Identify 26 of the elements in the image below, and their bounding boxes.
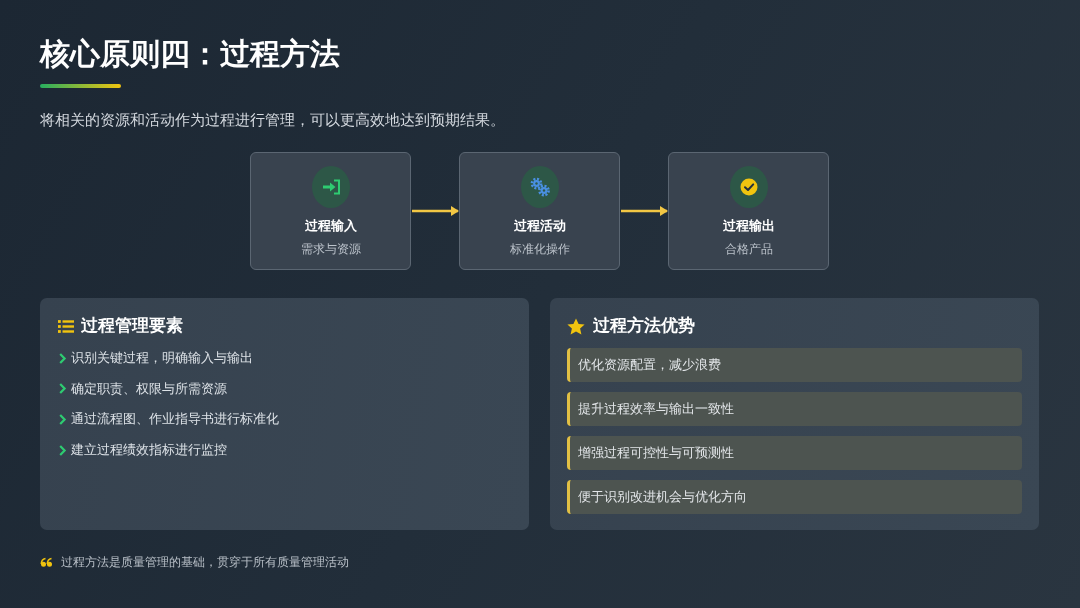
- flow-arrow: [621, 206, 668, 216]
- flow-arrow: [412, 206, 459, 216]
- advantage-row: 便于识别改进机会与优化方向: [567, 480, 1022, 514]
- step-description: 标准化操作: [509, 241, 570, 257]
- step-description: 合格产品: [724, 241, 773, 257]
- panel-heading: 过程管理要素: [81, 315, 183, 337]
- advantage-row: 提升过程效率与输出一致性: [567, 392, 1022, 426]
- step-description: 需求与资源: [300, 241, 361, 257]
- step-card: [459, 152, 620, 270]
- step-title: 过程输出: [722, 217, 775, 235]
- panel-card: [40, 298, 529, 530]
- step-title: 过程输入: [304, 217, 357, 235]
- step-card: [250, 152, 411, 270]
- list-item-text: 通过流程图、作业指导书进行标准化: [71, 410, 279, 429]
- panel-card: [550, 298, 1039, 530]
- list-item-text: 确定职责、权限与所需资源: [71, 379, 227, 398]
- list-item-text: 识别关键过程，明确输入与输出: [71, 349, 253, 367]
- advantage-row: 增强过程可控性与可预测性: [567, 436, 1022, 470]
- list-item-text: 建立过程绩效指标进行监控: [71, 441, 227, 460]
- step-card: [668, 152, 829, 270]
- footer-quote: 过程方法是质量管理的基础，贯穿于所有质量管理活动: [61, 554, 349, 571]
- subtitle: 将相关的资源和活动作为过程进行管理，可以更高效地达到预期结果。: [40, 110, 505, 130]
- advantage-row: 优化资源配置，减少浪费: [567, 348, 1022, 382]
- slide-title: 核心原则四：过程方法: [40, 35, 340, 73]
- panel-heading: 过程方法优势: [593, 315, 695, 337]
- step-title: 过程活动: [513, 217, 566, 235]
